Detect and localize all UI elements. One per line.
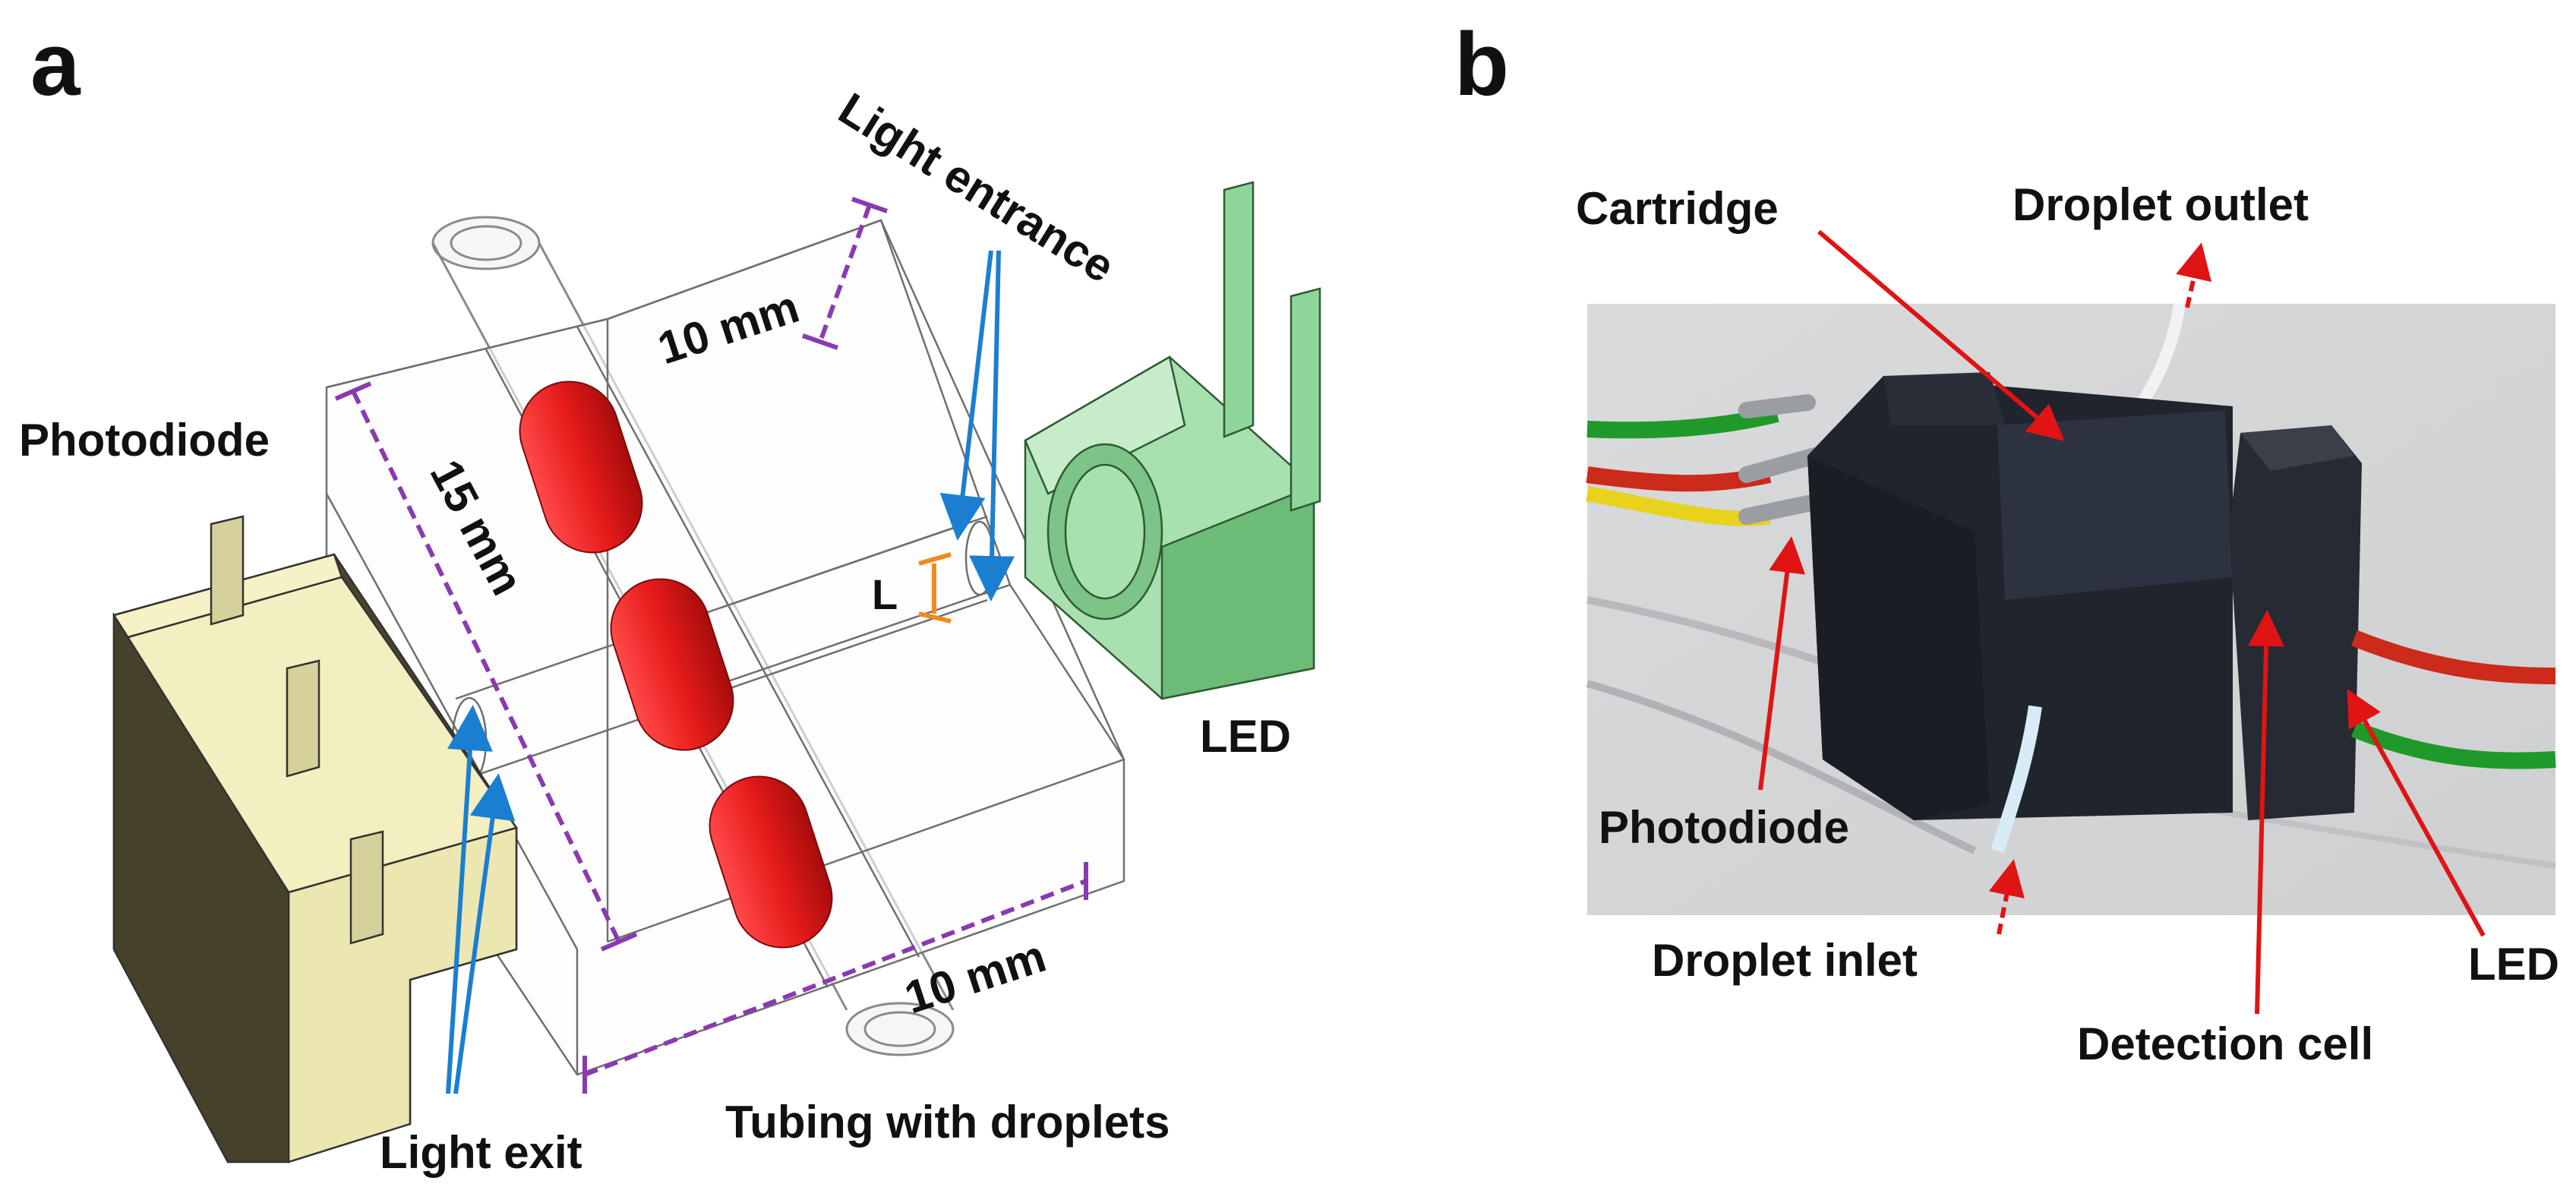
droplet-inlet-arrow [1988,859,2025,935]
droplet-outlet-label: Droplet outlet [2012,179,2309,230]
droplet [709,775,833,949]
led-label-a: LED [1200,711,1291,762]
detection-cell-arrow [2248,610,2285,1015]
dimension-ticks [334,197,1088,1094]
light-exit-arrow [453,773,516,1094]
droplets [519,380,833,949]
led-component [1024,181,1321,700]
tubing-label: Tubing with droplets [725,1097,1170,1148]
dim-top-line [818,204,872,343]
detection-cell-label: Detection cell [2077,1018,2373,1069]
photodiode-arrow [1758,536,1806,791]
callout-arrows [1758,229,2486,1015]
cartridge-label: Cartridge [1576,183,1779,234]
path-length-bar [918,552,952,624]
panel-a-letter: a [30,14,81,115]
light-arrows [446,250,1015,1094]
droplet [519,380,643,554]
light-entrance-arrow [939,250,993,541]
dimension-lines [351,204,1088,1077]
panel-a: a [19,14,1321,1178]
light-exit-arrow [446,705,493,1094]
panel-b-letter: b [1454,14,1509,115]
led-arrow [2347,689,2486,937]
light-exit-label: Light exit [380,1127,582,1178]
dim-bottom-line [583,879,1088,1077]
droplet [610,578,734,751]
panel-b: b [1454,14,2559,1069]
light-entrance-arrow [969,250,1015,602]
photodiode-label-a: Photodiode [19,415,270,466]
cartridge-arrow [1817,229,2065,441]
photodiode-label-b: Photodiode [1599,802,1849,853]
led-label-b: LED [2468,939,2559,990]
droplet-inlet-label: Droplet inlet [1652,935,1918,986]
path-length-label: L [872,570,898,618]
dim-side-line [351,390,621,943]
droplet-outlet-arrow [2176,242,2212,308]
detection-cell-body [2229,425,2362,820]
tubing-end [845,1002,955,1056]
